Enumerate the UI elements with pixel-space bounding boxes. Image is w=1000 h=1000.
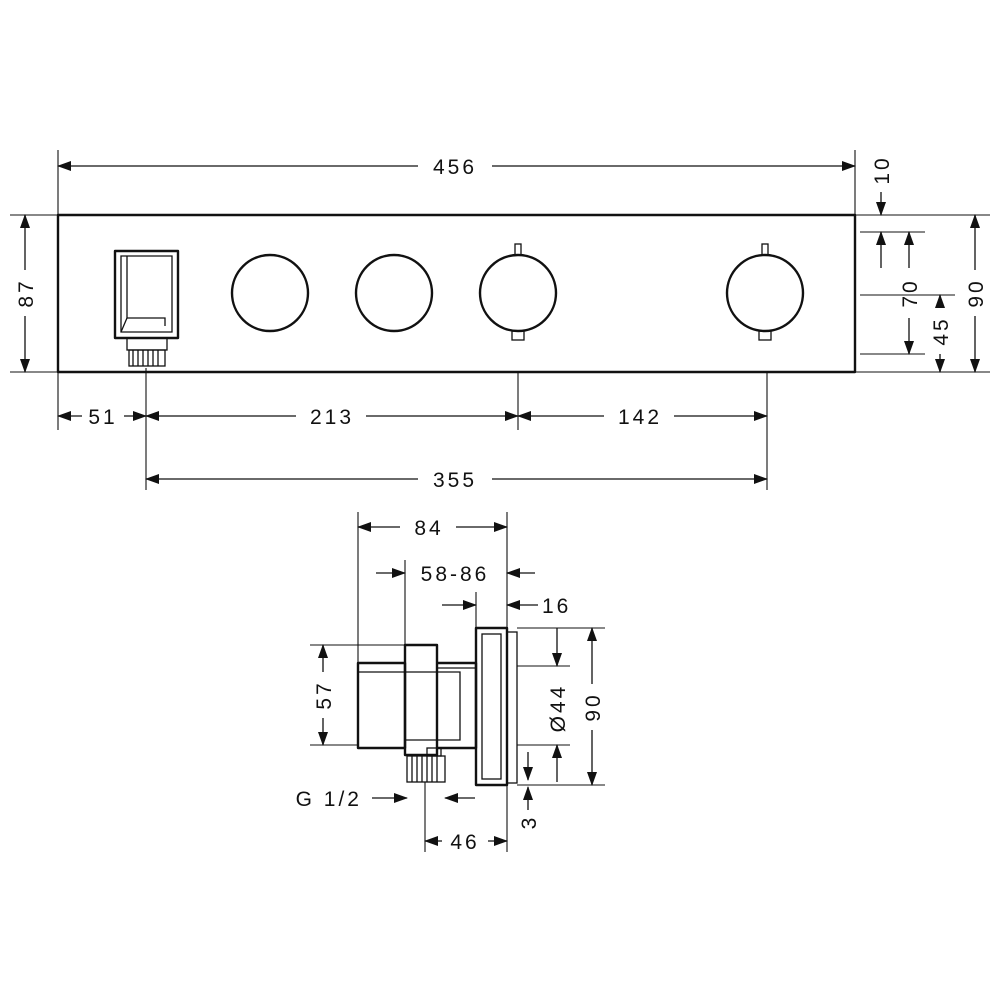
dim-thread: G 1/2 [296, 788, 362, 811]
dim-height-right: 90 [965, 278, 988, 307]
dim-knob-axis: 45 [930, 316, 953, 345]
dim-top-offset: 10 [871, 155, 894, 184]
wall-outlet [113, 249, 180, 367]
front-view: 456 10 87 70 45 90 51 213 142 [10, 150, 991, 493]
dim-outlet-height: 57 [313, 680, 336, 709]
knob-1 [230, 253, 310, 333]
outlet-body-mid [403, 643, 439, 757]
thread-g12 [406, 755, 446, 783]
knob-4 [725, 243, 805, 341]
dim-overall-depth: 84 [414, 517, 443, 540]
dim-thread-depth: 46 [450, 831, 479, 854]
dim-install-depth: 58-86 [421, 563, 490, 586]
dim-outlet-to-knob: 213 [310, 406, 354, 429]
dim-plate-height: 90 [582, 692, 605, 721]
side-view: 84 58-86 16 57 Ø44 90 3 G 1/2 46 [296, 512, 608, 855]
dim-knob-span: 70 [899, 278, 922, 307]
knob-2 [354, 253, 434, 333]
dim-knob-diameter: Ø44 [547, 684, 570, 733]
dim-overall-width: 456 [433, 156, 477, 179]
dim-outlet-to-last-knob: 355 [433, 469, 477, 492]
dim-outlet-offset: 51 [88, 406, 117, 429]
dim-knob-to-knob: 142 [618, 406, 662, 429]
side-plate [474, 626, 509, 787]
dim-height-left: 87 [15, 278, 38, 307]
dim-plate-thickness: 16 [542, 595, 571, 618]
outlet-body-left [356, 661, 407, 750]
knob-3 [478, 243, 558, 341]
dim-bottom-gap: 3 [518, 815, 541, 830]
